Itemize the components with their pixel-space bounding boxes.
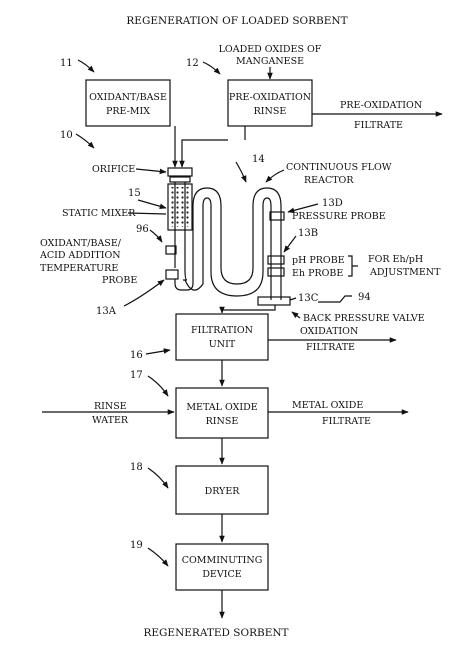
orifice-label: ORIFICE bbox=[92, 164, 135, 175]
valve-ref-number: 13C bbox=[298, 293, 319, 304]
preox-ref-number: 12 bbox=[186, 58, 199, 69]
addition-label-line1: OXIDANT/BASE/ bbox=[40, 238, 122, 249]
system-ref-leader bbox=[75, 133, 95, 149]
premix-ref-number: 11 bbox=[60, 58, 73, 69]
premix-label-line2: PRE-MIX bbox=[106, 106, 150, 117]
mixer-ref-number: 15 bbox=[128, 188, 141, 199]
comminuting-ref-number: 19 bbox=[130, 540, 143, 551]
metal-oxide-filtrate-label-line1: METAL OXIDE bbox=[292, 400, 363, 411]
premix-ref-leader bbox=[77, 59, 95, 73]
filtration-label-line2: UNIT bbox=[209, 339, 236, 350]
filtration-box bbox=[175, 313, 269, 361]
valve-number: 94 bbox=[358, 292, 371, 303]
reactor-label-line2: REACTOR bbox=[304, 175, 354, 186]
static-mixer-leader bbox=[127, 212, 167, 215]
preox-box bbox=[227, 79, 313, 127]
back-pressure-leader bbox=[291, 311, 301, 319]
rinse-ref-leader bbox=[147, 375, 169, 397]
valve-number-leader bbox=[318, 295, 352, 303]
temp-probe-label-line1: TEMPERATURE bbox=[40, 263, 118, 274]
valve-ref-leader bbox=[289, 297, 297, 301]
back-pressure-valve bbox=[257, 296, 291, 306]
pressure-probe-leader bbox=[287, 203, 319, 214]
metal-oxide-rinse-label-line2: RINSE bbox=[206, 416, 239, 427]
loaded-oxides-label-line1: LOADED OXIDES OF bbox=[219, 44, 322, 55]
preox-label-line2: RINSE bbox=[254, 106, 287, 117]
addition-port bbox=[165, 245, 177, 255]
premix-label-line1: OXIDANT/BASE bbox=[89, 92, 167, 103]
metal-oxide-filtrate-label-line2: FILTRATE bbox=[322, 416, 371, 427]
oxidation-filtrate-label-line2: FILTRATE bbox=[306, 342, 355, 353]
premix-box bbox=[85, 79, 171, 127]
rinse-ref-number: 17 bbox=[130, 370, 143, 381]
reactor-tube-inner bbox=[174, 182, 282, 291]
orifice-leader bbox=[135, 168, 167, 175]
preox-to-orifice-line bbox=[179, 139, 228, 168]
addition-ref-leader bbox=[149, 229, 163, 243]
eh-probe-label: Eh PROBE bbox=[292, 268, 343, 279]
rinse-water-label-line2: WATER bbox=[92, 415, 129, 426]
valve-to-filtration-line bbox=[219, 305, 276, 314]
ph-probe bbox=[267, 255, 285, 265]
probe-group-ref-number: 13B bbox=[298, 228, 318, 239]
filtration-label-line1: FILTRATION bbox=[191, 325, 253, 336]
back-pressure-label: BACK PRESSURE VALVE bbox=[303, 313, 425, 324]
probe-bracket bbox=[348, 255, 358, 277]
filtration-ref-number: 16 bbox=[130, 350, 143, 361]
pressure-probe bbox=[269, 211, 285, 221]
pressure-probe-label: PRESSURE PROBE bbox=[292, 211, 386, 222]
comminuting-box bbox=[175, 543, 269, 591]
diagram-title: REGENERATION OF LOADED SORBENT bbox=[126, 15, 347, 27]
static-mixer-label: STATIC MIXER bbox=[62, 208, 136, 219]
filtration-ref-leader bbox=[145, 348, 171, 355]
system-ref-number: 10 bbox=[60, 130, 73, 141]
loaded-oxides-label-line2: MANGANESE bbox=[236, 56, 304, 67]
probe-group-leader bbox=[283, 235, 297, 253]
orifice-flange bbox=[169, 176, 191, 183]
comminuting-label-line1: COMMINUTING bbox=[182, 555, 263, 566]
reactor-tube-outer bbox=[183, 182, 272, 297]
pressure-probe-ref-number: 13D bbox=[322, 198, 343, 209]
temp-probe-ref-leader bbox=[123, 279, 165, 307]
mixer-ref-leader bbox=[137, 199, 167, 209]
preox-label-line1: PRE-OXIDATION bbox=[229, 92, 311, 103]
dryer-label: DRYER bbox=[205, 486, 241, 497]
reactor-label-line1: CONTINUOUS FLOW bbox=[286, 162, 392, 173]
oxidation-filtrate-label-line1: OXIDATION bbox=[300, 326, 358, 337]
eh-ph-label-line2: ADJUSTMENT bbox=[369, 267, 441, 278]
reactor-outlet-tube bbox=[270, 268, 282, 300]
metal-oxide-rinse-label-line1: METAL OXIDE bbox=[186, 402, 257, 413]
metal-oxide-rinse-box bbox=[175, 387, 269, 439]
addition-ref-number: 96 bbox=[136, 224, 149, 235]
output-label: REGENERATED SORBENT bbox=[143, 627, 288, 639]
reactor-ref-leader-2 bbox=[265, 169, 285, 183]
preox-filtrate-label-line1: PRE-OXIDATION bbox=[340, 100, 422, 111]
reactor-ref-number: 14 bbox=[252, 154, 265, 165]
addition-label-line2: ACID ADDITION bbox=[39, 250, 121, 261]
preox-filtrate-label-line2: FILTRATE bbox=[354, 120, 403, 131]
ph-probe-label: pH PROBE bbox=[292, 255, 345, 266]
temperature-probe bbox=[165, 269, 179, 280]
static-mixer-packing bbox=[171, 187, 189, 227]
comminuting-label-line2: DEVICE bbox=[202, 569, 241, 580]
temp-probe-label-line2: PROBE bbox=[102, 275, 137, 286]
reactor-ref-leader-1 bbox=[235, 161, 247, 183]
eh-ph-label-line1: FOR Eh/pH bbox=[368, 254, 423, 265]
dryer-ref-number: 18 bbox=[130, 462, 143, 473]
dryer-ref-leader bbox=[147, 467, 169, 489]
rinse-water-label-line1: RINSE bbox=[94, 401, 127, 412]
eh-probe bbox=[267, 267, 285, 277]
comminuting-ref-leader bbox=[147, 547, 169, 567]
preox-ref-leader bbox=[202, 61, 221, 75]
static-mixer bbox=[167, 183, 193, 231]
orifice bbox=[167, 167, 193, 177]
temp-probe-ref-number: 13A bbox=[96, 306, 117, 317]
